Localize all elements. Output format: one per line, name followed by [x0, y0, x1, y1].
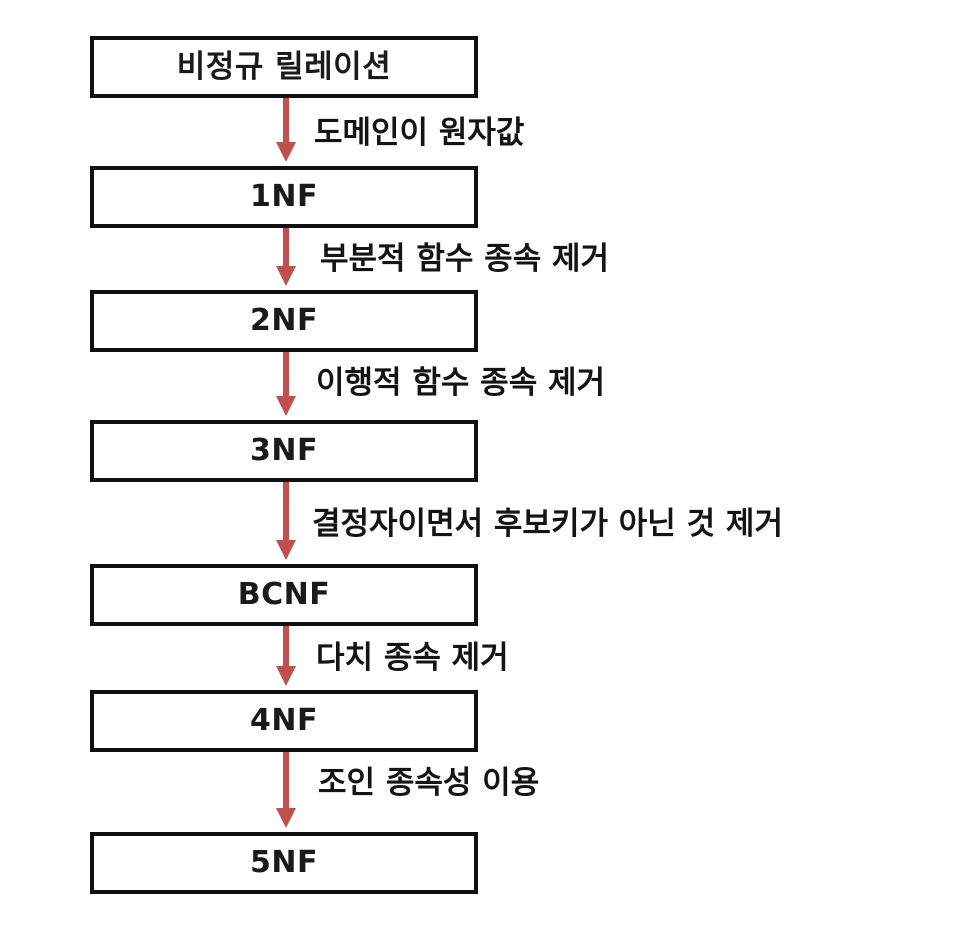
edge-label-unf-to-1nf: 도메인이 원자값 [314, 115, 525, 151]
arrow-bcnf-to-4nf [272, 626, 300, 690]
edge-label-bcnf-to-4nf: 다치 종속 제거 [316, 640, 509, 676]
arrow-unf-to-1nf [272, 98, 300, 166]
arrow-2nf-to-3nf [272, 352, 300, 420]
arrow-4nf-to-5nf [272, 752, 300, 832]
edge-label-3nf-to-bcnf: 결정자이면서 후보키가 아닌 것 제거 [312, 506, 783, 542]
arrow-3nf-to-bcnf [272, 482, 300, 564]
node-3nf-label: 3NF [250, 433, 318, 468]
node-bcnf-label: BCNF [237, 577, 331, 612]
node-3nf[interactable]: 3NF [90, 420, 478, 482]
node-2nf-label: 2NF [250, 303, 318, 338]
node-5nf[interactable]: 5NF [90, 832, 478, 894]
node-unf-label: 비정규 릴레이션 [176, 48, 392, 85]
node-4nf-label: 4NF [250, 703, 318, 738]
node-1nf[interactable]: 1NF [90, 166, 478, 228]
arrow-1nf-to-2nf [272, 228, 300, 290]
node-2nf[interactable]: 2NF [90, 290, 478, 352]
edge-label-2nf-to-3nf: 이행적 함수 종속 제거 [316, 365, 606, 401]
node-4nf[interactable]: 4NF [90, 690, 478, 752]
node-5nf-label: 5NF [250, 845, 318, 880]
edge-label-4nf-to-5nf: 조인 종속성 이용 [318, 765, 540, 801]
node-1nf-label: 1NF [250, 179, 318, 214]
node-unf[interactable]: 비정규 릴레이션 [90, 36, 478, 98]
edge-label-1nf-to-2nf: 부분적 함수 종속 제거 [320, 241, 610, 277]
node-bcnf[interactable]: BCNF [90, 564, 478, 626]
